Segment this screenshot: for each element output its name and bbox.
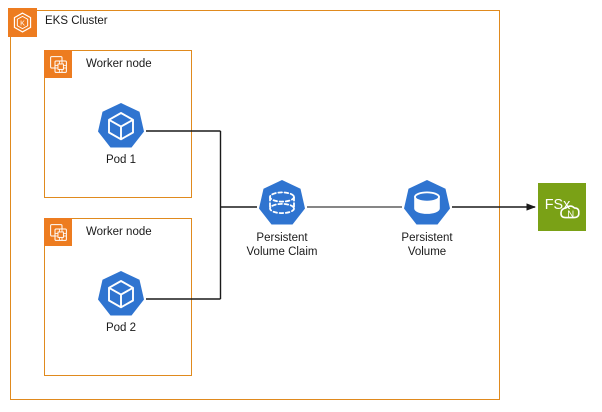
worker-node-icon-glyph	[49, 55, 67, 73]
worker-node-icon-glyph	[49, 223, 67, 241]
kubernetes-pod-icon	[98, 103, 144, 148]
worker-node-2-group-box	[44, 218, 192, 376]
eks-cluster-label: EKS Cluster	[45, 15, 108, 27]
worker-node-2-label: Worker node	[86, 226, 152, 238]
eks-cluster-icon-glyph: K	[13, 12, 32, 33]
svg-text:K: K	[20, 19, 25, 27]
pod-1-label: Pod 1	[105, 154, 137, 166]
persistent-volume-label: Persistent Volume	[401, 232, 453, 258]
worker-node-icon	[44, 218, 72, 246]
worker-node-icon	[44, 50, 72, 78]
svg-text:N: N	[567, 209, 574, 220]
fsx-netapp-ontap-icon: FSx N	[538, 183, 586, 231]
eks-cluster-icon: K	[8, 8, 37, 37]
fsx-netapp-ontap-icon-glyph: FSx N	[545, 197, 580, 220]
worker-node-1-label: Worker node	[86, 58, 152, 70]
worker-node-1-group-box	[44, 50, 192, 198]
pod-2-label: Pod 2	[105, 322, 137, 334]
persistent-volume-claim-label: Persistent Volume Claim	[246, 232, 318, 258]
kubernetes-pv-icon	[404, 180, 450, 225]
kubernetes-pod-icon	[98, 271, 144, 316]
kubernetes-pvc-icon	[259, 180, 305, 225]
eks-cluster-group-box	[10, 10, 500, 400]
